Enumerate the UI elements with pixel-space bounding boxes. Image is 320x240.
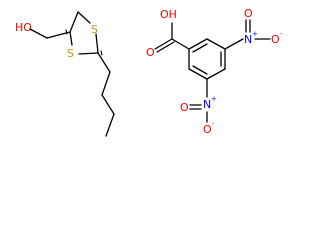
nitro-bottom-oxygen-charge: - bbox=[212, 120, 215, 128]
bond-o-ch2 bbox=[29, 28, 48, 39]
ring-bond-5 bbox=[188, 68, 208, 80]
acid-hydroxyl-label: OH bbox=[160, 8, 177, 21]
ring-bond-2 bbox=[206, 38, 226, 50]
ring-double-c bbox=[192, 65, 208, 75]
molecule-right-dinitrobenzoic-acid: OH O N + O - O N + bbox=[146, 7, 283, 136]
bond-c4-c5 bbox=[69, 11, 79, 33]
bond-butyl3-butyl4 bbox=[105, 113, 115, 137]
stereo-hash-c2 bbox=[100, 50, 103, 56]
bond-c5-s1 bbox=[77, 11, 91, 24]
ring-bond-4 bbox=[206, 68, 226, 80]
stereo-hash-c4 bbox=[65, 29, 68, 35]
bond-s1-c2 bbox=[95, 33, 99, 54]
nitro-right-nitrogen-charge: + bbox=[252, 30, 258, 38]
molecule-left-dithiolane: HO S S bbox=[15, 11, 115, 137]
sulfur-top-label: S bbox=[91, 23, 98, 36]
ring-bond-1 bbox=[188, 38, 208, 50]
nitro-bottom-nitrogen-charge: + bbox=[211, 95, 217, 103]
bond-c2-butyl1 bbox=[97, 52, 111, 73]
bond-cooh-o-double-1 bbox=[154, 38, 173, 50]
sulfur-bottom-label: S bbox=[67, 47, 74, 60]
nitro-bottom-nitrogen-label: N bbox=[203, 98, 211, 111]
bond-cooh-o-double-2 bbox=[156, 41, 175, 53]
nitro-right-oxygen-charge: - bbox=[280, 30, 283, 38]
bond-cooh-ring bbox=[171, 38, 190, 50]
bond-butyl2-butyl3 bbox=[101, 94, 115, 115]
chemical-structure-diagram: HO S S OH O bbox=[15, 7, 283, 137]
acid-oxygen-label: O bbox=[146, 46, 155, 59]
ring-double-a bbox=[192, 43, 208, 53]
nitro-right-double-oxygen-label: O bbox=[244, 7, 253, 20]
bond-s3-c4 bbox=[69, 31, 73, 46]
bond-ring-nitro-right bbox=[224, 38, 244, 50]
hydroxyl-label: HO bbox=[15, 21, 32, 34]
nitro-right-nitrogen-label: N bbox=[244, 33, 252, 46]
bond-butyl1-butyl2 bbox=[101, 71, 111, 96]
nitro-bottom-oxygen-label: O bbox=[203, 123, 212, 136]
bond-ch2-c4 bbox=[46, 31, 71, 39]
bond-c2-s3 bbox=[78, 52, 99, 55]
nitro-bottom-double-oxygen-label: O bbox=[180, 101, 189, 114]
nitro-right-oxygen-label: O bbox=[271, 33, 280, 46]
